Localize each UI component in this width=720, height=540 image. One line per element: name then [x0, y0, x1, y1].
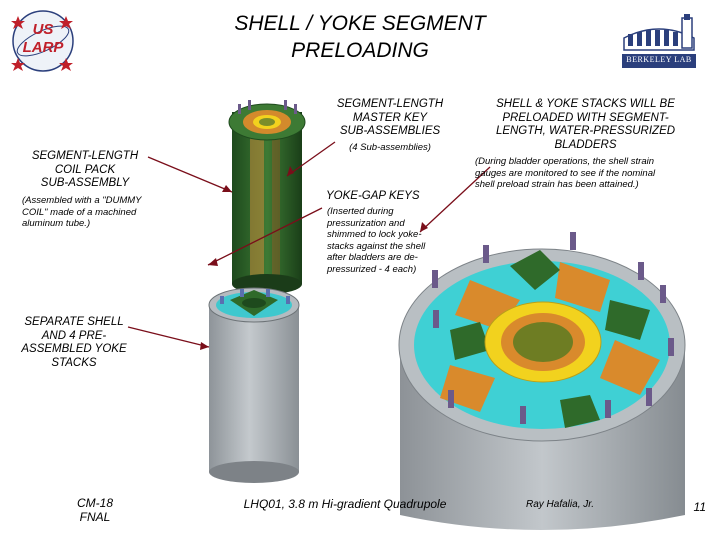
coil-pack-line-2: COIL PACK [54, 163, 116, 176]
footer-meeting: CM-18 [76, 496, 113, 510]
berkeley-lab-logo: BERKELEY LAB [620, 10, 698, 70]
logo-larp-text: LARP [22, 39, 64, 56]
master-key-note: (4 Sub-assemblies) [349, 142, 431, 153]
footer-author: Ray Hafalia, Jr. [526, 499, 594, 510]
bladder-line-4: BLADDERS [554, 138, 617, 151]
bladder-line-2: PRELOADED WITH SEGMENT- [502, 111, 669, 124]
coil-pack-note-line-3: aluminum tube.) [22, 218, 91, 229]
separate-shell-illustration [208, 287, 300, 483]
footer-center: LHQ01, 3.8 m Hi-gradient Quadrupole [243, 497, 447, 511]
bladder-line-3: LENGTH, WATER-PRESSURIZED [495, 125, 676, 137]
yoke-gap-note-line-3: shimmed to lock yoke- [327, 229, 422, 240]
coil-pack-line-3: SUB-ASSEMBLY [40, 177, 130, 189]
page-number: 11 [693, 500, 706, 514]
shell-yoke-assembly-illustration [398, 232, 686, 530]
title-line-1: SHELL / YOKE SEGMENT [234, 12, 486, 35]
footer-venue: FNAL [79, 510, 111, 524]
coil-pack-note-line-1: (Assembled with a "DUMMY [22, 195, 142, 206]
yoke-gap-note: (Inserted during pressurization and shim… [327, 206, 457, 275]
master-key-line-2: MASTER KEY [352, 111, 428, 124]
bladder-note: (During bladder operations, the shell st… [475, 156, 700, 191]
coil-pack-illustration [228, 100, 306, 294]
bladder-note-line-2: gauges are monitored to see if the nomin… [475, 167, 656, 179]
yoke-gap-label: YOKE-GAP KEYS [326, 190, 420, 202]
yoke-gap-note-line-1: (Inserted during [327, 206, 394, 217]
yoke-gap-note-line-5: after bladders are de- [327, 252, 418, 263]
master-key-line-1: SEGMENT-LENGTH [336, 98, 444, 110]
master-key-label: SEGMENT-LENGTH MASTER KEY SUB-ASSEMBLIES [320, 98, 460, 139]
us-larp-logo: US LARP [8, 6, 78, 76]
title-line-2: PRELOADING [291, 39, 429, 62]
coil-pack-label: SEGMENT-LENGTH COIL PACK SUB-ASSEMBLY [20, 150, 150, 191]
bladder-label: SHELL & YOKE STACKS WILL BE PRELOADED WI… [478, 98, 693, 152]
logo-us-text: US [32, 21, 54, 38]
master-key-line-3: SUB-ASSEMBLIES [339, 125, 441, 137]
bladder-note-line-1: (During bladder operations, the shell st… [475, 156, 655, 167]
bladder-line-1: SHELL & YOKE STACKS WILL BE [496, 98, 675, 110]
separate-shell-line-3: ASSEMBLED YOKE [21, 343, 127, 355]
slide-title: SHELL / YOKE SEGMENT PRELOADING [180, 10, 540, 64]
logo-berkeley-text: BERKELEY LAB [626, 55, 692, 64]
coil-pack-line-1: SEGMENT-LENGTH [31, 150, 139, 162]
coil-pack-note-line-2: COIL" made of a machined [22, 206, 137, 218]
yoke-gap-note-line-4: stacks against the shell [327, 240, 426, 252]
separate-shell-line-2: AND 4 PRE- [41, 329, 107, 342]
coil-pack-note: (Assembled with a "DUMMY COIL" made of a… [22, 195, 172, 230]
separate-shell-line-4: STACKS [51, 356, 97, 369]
separate-shell-label: SEPARATE SHELL AND 4 PRE- ASSEMBLED YOKE… [14, 316, 134, 370]
separate-shell-line-1: SEPARATE SHELL [24, 316, 124, 328]
yoke-gap-note-line-2: pressurization and [327, 217, 405, 229]
callout-arrows [127, 141, 491, 348]
yoke-gap-note-line-6: pressurized - 4 each) [327, 263, 417, 275]
bladder-note-line-3: shell preload strain has been attained.) [475, 179, 639, 190]
footer-left: CM-18 FNAL [60, 496, 130, 524]
